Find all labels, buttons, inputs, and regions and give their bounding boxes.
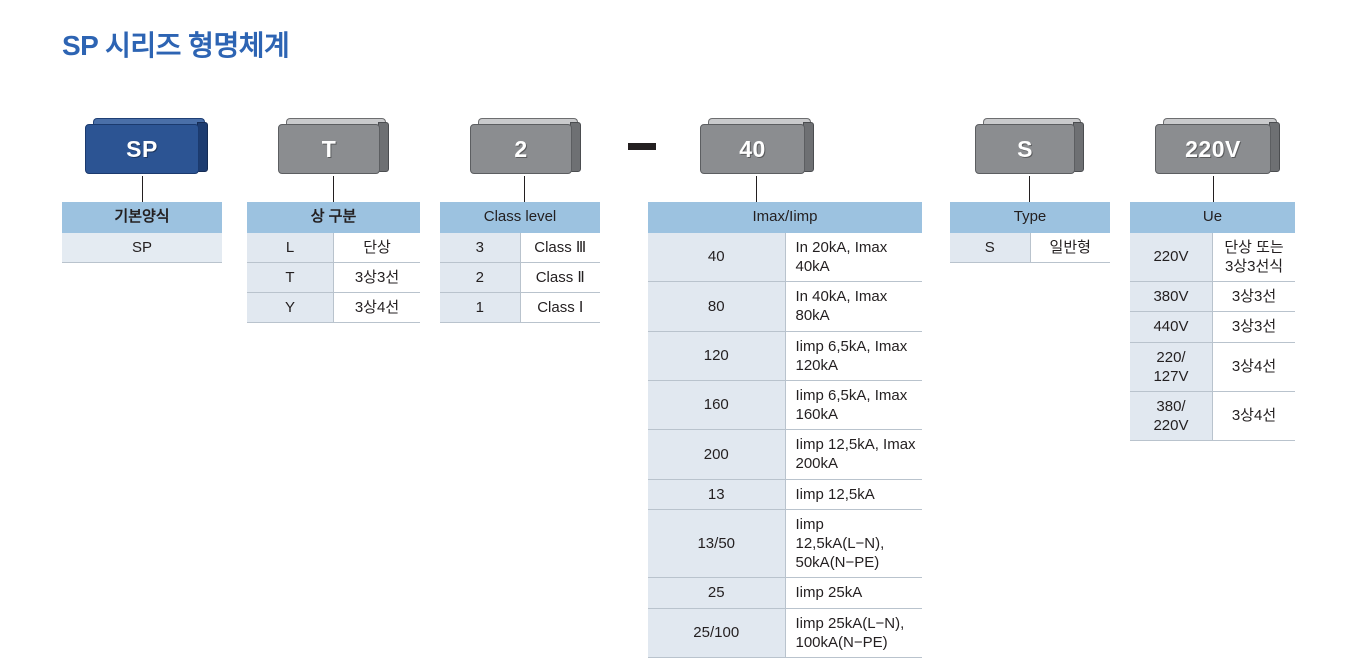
cell-value: Class Ⅰ	[520, 292, 600, 324]
cell-key: 440V	[1130, 311, 1213, 343]
cell-value: Iimp 12,5kA, Imax 200kA	[785, 429, 922, 480]
cell-key: T	[247, 262, 334, 294]
table-header-class-level: Class level	[440, 202, 600, 233]
cell-key: 25/100	[648, 608, 786, 658]
cell-key: 40	[648, 232, 786, 283]
cell-value: 3상3선	[1212, 281, 1295, 313]
table-imax-iimp: Imax/Iimp 40 In 20kA, Imax 40kA 80 In 40…	[648, 202, 922, 658]
table-row: 13/50 Iimp 12,5kA(L−N), 50kA(N−PE)	[648, 509, 922, 579]
cell-value: 3상3선	[1212, 311, 1295, 343]
code-box-face: 2	[470, 124, 572, 174]
code-box-type: S	[975, 118, 1088, 176]
cell-value: Iimp 25kA	[785, 577, 922, 609]
table-row: SP	[62, 232, 222, 263]
cell-key: 2	[440, 262, 521, 294]
cell-value: In 40kA, Imax 80kA	[785, 281, 922, 332]
code-box-phase: T	[278, 118, 393, 176]
cell-value: Iimp 12,5kA(L−N), 50kA(N−PE)	[785, 509, 922, 579]
cell-value: 단상 또는 3상3선식	[1212, 232, 1295, 283]
cell-value: 3상3선	[333, 262, 420, 294]
table-row: 25 Iimp 25kA	[648, 577, 922, 609]
cell-value: 3상4선	[1212, 391, 1295, 442]
table-row: 40 In 20kA, Imax 40kA	[648, 232, 922, 283]
cell-key: 160	[648, 380, 786, 431]
table-basic-form: 기본양식 SP	[62, 202, 222, 263]
cell-key: 380/ 220V	[1130, 391, 1213, 442]
cell-value: 3상4선	[333, 292, 420, 324]
table-row: 220V 단상 또는 3상3선식	[1130, 232, 1295, 283]
connector-line-phase	[333, 176, 334, 202]
code-box-face: 220V	[1155, 124, 1271, 174]
connector-line-class	[524, 176, 525, 202]
table-row: 80 In 40kA, Imax 80kA	[648, 281, 922, 332]
table-ue: Ue 220V 단상 또는 3상3선식 380V 3상3선 440V 3상3선 …	[1130, 202, 1295, 442]
cell-key: L	[247, 232, 334, 263]
table-row: 440V 3상3선	[1130, 311, 1295, 343]
table-type: Type S 일반형	[950, 202, 1110, 263]
cell-key: 13/50	[648, 509, 786, 579]
cell-key: Y	[247, 292, 334, 324]
cell-key: S	[950, 232, 1031, 263]
table-row: 380V 3상3선	[1130, 281, 1295, 313]
cell-key: 13	[648, 479, 786, 510]
cell-key: 200	[648, 429, 786, 480]
cell-key: 1	[440, 292, 521, 324]
table-row: 3 Class Ⅲ	[440, 232, 600, 263]
table-header-ue: Ue	[1130, 202, 1295, 233]
table-header-phase: 상 구분	[247, 202, 420, 233]
cell-key: 220/ 127V	[1130, 342, 1213, 392]
table-phase: 상 구분 L 단상 T 3상3선 Y 3상4선	[247, 202, 420, 324]
cell-value: SP	[62, 232, 222, 263]
code-box-face: SP	[85, 124, 199, 174]
table-row: 160 Iimp 6,5kA, Imax 160kA	[648, 380, 922, 431]
code-box-sp: SP	[85, 118, 213, 176]
page-title: SP 시리즈 형명체계	[62, 30, 290, 61]
cell-value: 일반형	[1030, 232, 1110, 263]
cell-key: 380V	[1130, 281, 1213, 313]
code-box-face: S	[975, 124, 1075, 174]
cell-value: 3상4선	[1212, 342, 1295, 392]
cell-value: Class Ⅱ	[520, 262, 600, 294]
code-box-face: 40	[700, 124, 805, 174]
cell-key: 25	[648, 577, 786, 609]
cell-value: Iimp 25kA(L−N), 100kA(N−PE)	[785, 608, 922, 658]
table-class-level: Class level 3 Class Ⅲ 2 Class Ⅱ 1 Class …	[440, 202, 600, 324]
code-box-class: 2	[470, 118, 585, 176]
separator-dash	[628, 143, 656, 150]
cell-key: 80	[648, 281, 786, 332]
table-row: S 일반형	[950, 232, 1110, 263]
table-row: L 단상	[247, 232, 420, 263]
cell-key: 220V	[1130, 232, 1213, 283]
connector-line-type	[1029, 176, 1030, 202]
table-header-type: Type	[950, 202, 1110, 233]
table-row: 25/100 Iimp 25kA(L−N), 100kA(N−PE)	[648, 608, 922, 658]
cell-value: Class Ⅲ	[520, 232, 600, 263]
table-row: 220/ 127V 3상4선	[1130, 342, 1295, 392]
table-header-basic-form: 기본양식	[62, 202, 222, 233]
cell-key: 3	[440, 232, 521, 263]
table-row: 380/ 220V 3상4선	[1130, 391, 1295, 442]
cell-value: Iimp 6,5kA, Imax 160kA	[785, 380, 922, 431]
table-row: 200 Iimp 12,5kA, Imax 200kA	[648, 429, 922, 480]
table-row: 120 Iimp 6,5kA, Imax 120kA	[648, 331, 922, 381]
table-header-imax-iimp: Imax/Iimp	[648, 202, 922, 233]
cell-value: Iimp 6,5kA, Imax 120kA	[785, 331, 922, 381]
code-box-imax: 40	[700, 118, 818, 176]
cell-value: 단상	[333, 232, 420, 263]
connector-line-sp	[142, 176, 143, 202]
table-row: T 3상3선	[247, 262, 420, 294]
table-row: 2 Class Ⅱ	[440, 262, 600, 294]
cell-key: 120	[648, 331, 786, 381]
cell-value: In 20kA, Imax 40kA	[785, 232, 922, 283]
cell-value: Iimp 12,5kA	[785, 479, 922, 510]
table-row: 13 Iimp 12,5kA	[648, 479, 922, 510]
code-box-ue: 220V	[1155, 118, 1285, 176]
table-row: 1 Class Ⅰ	[440, 292, 600, 324]
code-box-face: T	[278, 124, 380, 174]
connector-line-imax	[756, 176, 757, 202]
connector-line-ue	[1213, 176, 1214, 202]
table-row: Y 3상4선	[247, 292, 420, 324]
